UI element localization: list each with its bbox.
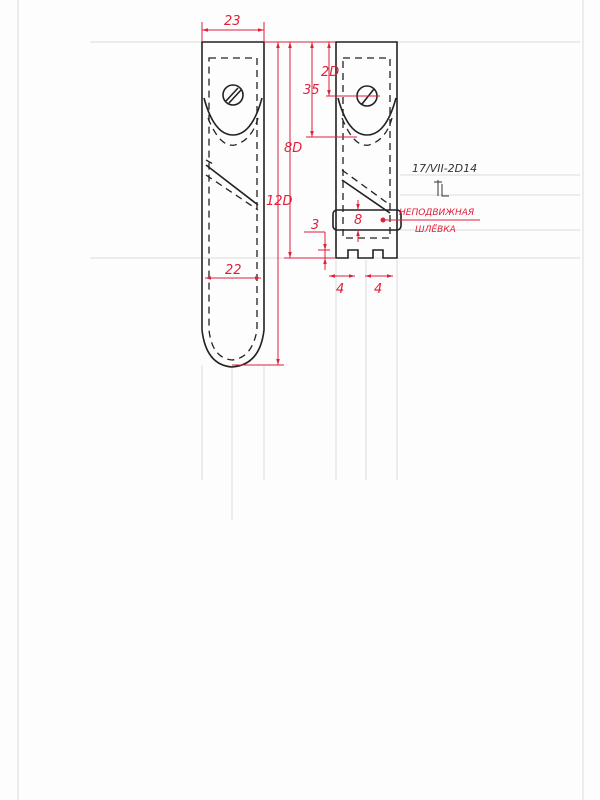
dim-35: 35 — [303, 83, 320, 98]
annotation-line1: НЕПОДВИЖНАЯ — [399, 208, 474, 218]
dim-8: 8 — [354, 213, 362, 228]
drawing-date: 17/VII-2D14 — [412, 162, 477, 175]
dim-12d: 12D — [266, 194, 293, 209]
signature — [434, 180, 449, 197]
long-strap — [201, 41, 265, 368]
annotation-line2: ШЛЁВКА — [415, 224, 456, 235]
screw-icon — [222, 84, 244, 106]
dim-3: 3 — [311, 218, 319, 233]
dim-2d: 2D — [321, 65, 339, 80]
dim-4-right: 4 — [374, 282, 382, 297]
short-strap-with-loop — [332, 41, 402, 259]
dim-8d: 8D — [284, 141, 302, 156]
dim-22: 22 — [225, 263, 242, 278]
dim-23: 23 — [224, 14, 241, 29]
dimensions: 23 12D 8D 35 2D 22 3 4 4 8 НЕПОДВИЖНАЯ Ш… — [201, 14, 480, 366]
grid-lines — [17, 0, 584, 800]
dim-4-left: 4 — [336, 282, 344, 297]
